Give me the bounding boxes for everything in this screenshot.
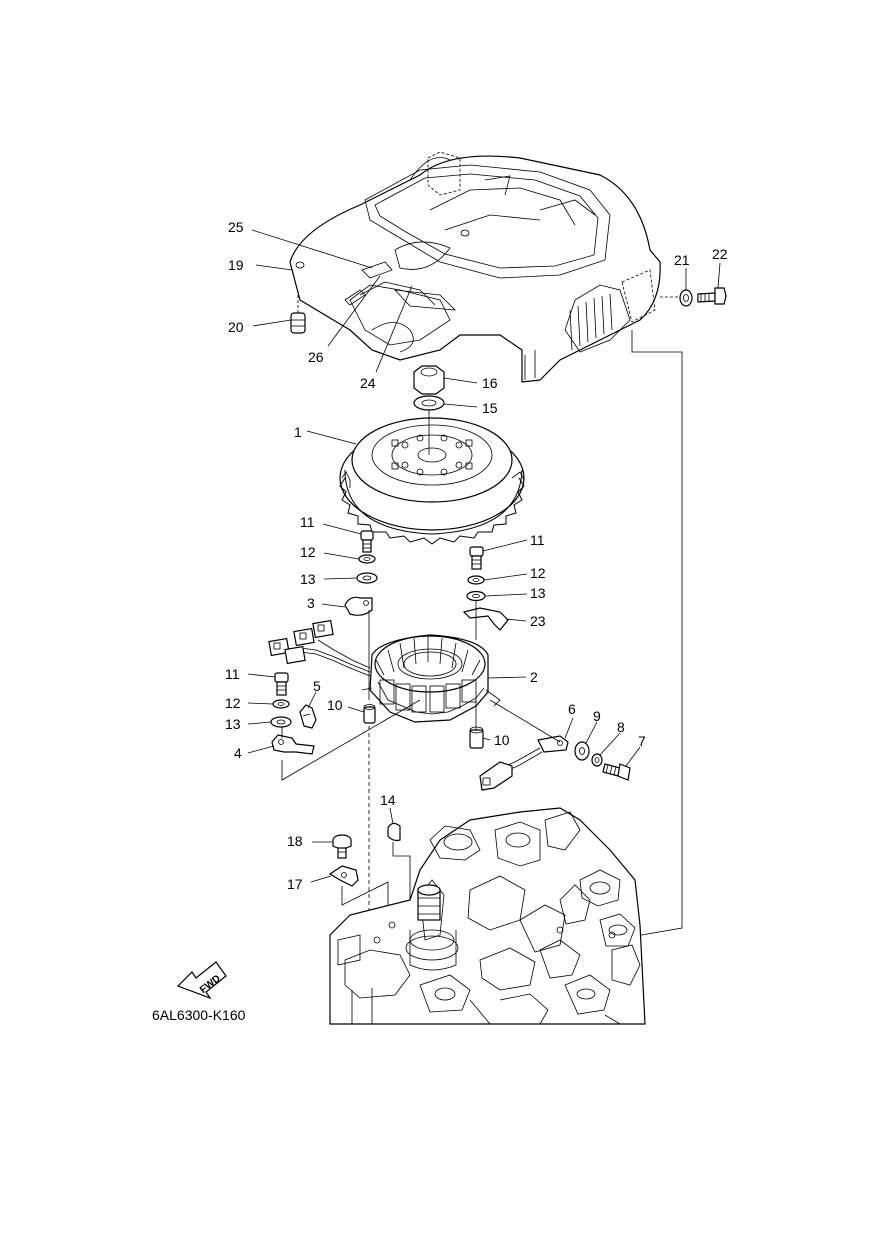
part-21-collar (679, 289, 693, 307)
callout-10-b: 10 (494, 732, 510, 748)
callout-11-c: 11 (225, 666, 240, 682)
callout-9: 9 (593, 708, 601, 724)
callout-8: 8 (617, 719, 625, 735)
callout-25: 25 (228, 219, 244, 235)
callout-12-b: 12 (530, 565, 546, 581)
part-12-washer-c (272, 699, 290, 709)
callout-11-b: 11 (530, 532, 545, 548)
callout-numbers: 25 19 20 26 24 21 22 16 15 1 11 12 13 3 … (225, 219, 728, 892)
callout-16: 16 (482, 375, 498, 391)
callout-4: 4 (234, 745, 242, 761)
part-3-clamp (344, 596, 373, 616)
part-5-clip (299, 704, 317, 729)
callout-14: 14 (380, 792, 396, 808)
part-13-washer-b (466, 590, 486, 602)
part-4-bracket (271, 734, 315, 755)
diagram-code: 6AL6300-K160 (152, 1007, 246, 1023)
callout-19: 19 (228, 257, 244, 273)
decal-parts (344, 261, 457, 311)
part-7-bolt (602, 763, 631, 781)
part-22-bolt (697, 287, 727, 305)
callout-24: 24 (360, 375, 376, 391)
part-18-screw (332, 834, 352, 859)
callout-13-c: 13 (225, 716, 241, 732)
part-2-stator (361, 634, 501, 723)
callout-7: 7 (638, 733, 646, 749)
callout-11-a: 11 (300, 514, 315, 530)
part-11-bolt-b (469, 546, 484, 570)
callout-12-c: 12 (225, 695, 241, 711)
callout-13-a: 13 (300, 571, 316, 587)
callout-20: 20 (228, 319, 244, 335)
callout-3: 3 (307, 595, 315, 611)
flywheel-cover (289, 151, 661, 383)
callout-1: 1 (294, 424, 302, 440)
callout-15: 15 (482, 400, 498, 416)
part-6-lead-wire (479, 699, 569, 791)
part-9-washer (574, 741, 590, 761)
callout-22: 22 (712, 246, 728, 262)
crankshaft-end (417, 884, 441, 921)
part-20-grommet (290, 295, 306, 334)
part-10-dowel-a (363, 704, 376, 724)
part-12-washer-b (467, 575, 485, 585)
callout-12-a: 12 (300, 544, 316, 560)
part-13-washer-c (270, 716, 292, 728)
callout-18: 18 (287, 833, 303, 849)
callout-26: 26 (308, 349, 324, 365)
callout-5: 5 (313, 678, 321, 694)
callout-21: 21 (674, 252, 690, 268)
leader-lines (247, 229, 721, 883)
part-15-washer (413, 395, 445, 411)
part-1-flywheel (339, 410, 525, 545)
part-11-bolt-a (360, 530, 374, 553)
callout-13-b: 13 (530, 585, 546, 601)
part-12-washer-a (358, 554, 376, 564)
part-13-washer-a (356, 572, 378, 584)
part-11-bolt-c (274, 672, 289, 696)
part-10-dowel-b (469, 726, 484, 749)
callout-10-a: 10 (327, 697, 343, 713)
callout-23: 23 (530, 613, 546, 629)
callout-17: 17 (287, 876, 303, 892)
powerhead-crankcase (329, 807, 646, 1025)
callout-6: 6 (568, 701, 576, 717)
callout-2: 2 (530, 669, 538, 685)
part-16-nut (413, 365, 445, 395)
part-8-lockwasher (591, 753, 603, 767)
part-23-clamp (462, 607, 509, 631)
stator-wire-harness (268, 619, 371, 677)
part-14-key (387, 822, 401, 842)
fwd-direction-arrow: FWD (176, 961, 227, 1000)
part-17-clamp (328, 865, 359, 887)
